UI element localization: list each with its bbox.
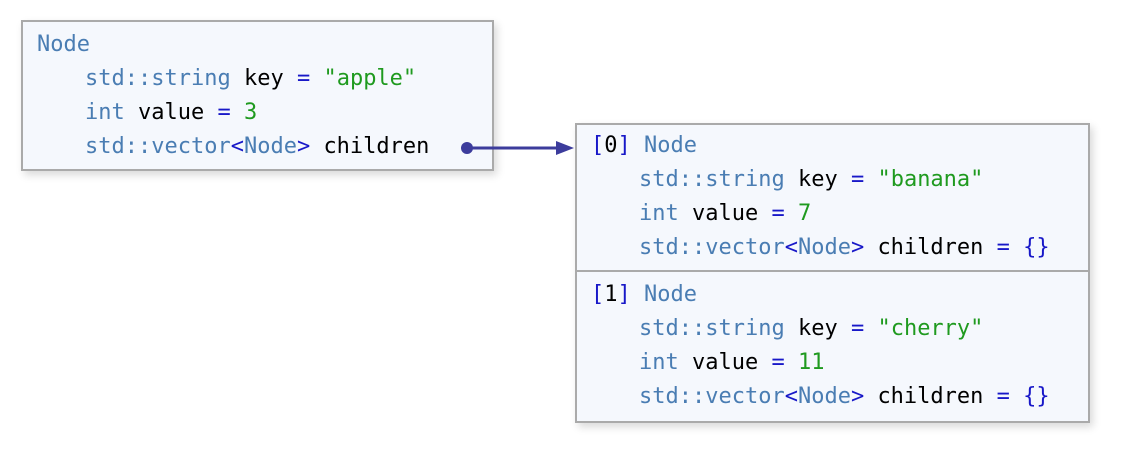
field-name: value [692, 201, 759, 226]
angle-close: > [296, 134, 311, 159]
field-type: std::vector [639, 384, 785, 409]
field-type: std::string [639, 167, 785, 192]
field-name: children [877, 235, 984, 260]
node-header: [0] Node [591, 129, 1088, 163]
bracket: ] [617, 282, 631, 307]
type-arg: Node [797, 235, 851, 260]
angle-close: > [850, 235, 865, 260]
field-value-int: int value = 7 [591, 197, 1088, 231]
field-value: 7 [797, 201, 812, 226]
field-name: children [877, 384, 984, 409]
field-value: "apple" [323, 66, 417, 91]
root-node-box: Node std::string key = "apple" int value… [21, 20, 494, 171]
field-key: std::string key = "apple" [37, 62, 492, 96]
index: 1 [604, 282, 618, 307]
index: 0 [604, 133, 618, 158]
node-type: Node [644, 282, 697, 307]
field-name: key [243, 66, 284, 91]
field-name: value [138, 100, 205, 125]
field-children: std::vector<Node> children = {} [591, 380, 1088, 414]
field-value-int: int value = 3 [37, 96, 492, 130]
bracket: [ [591, 133, 605, 158]
node-header: [1] Node [591, 278, 1088, 312]
operator: = [996, 384, 1010, 409]
field-name: key [797, 167, 838, 192]
field-key: std::string key = "banana" [591, 163, 1088, 197]
child-node-0: [0] Node std::string key = "banana" int … [577, 125, 1088, 270]
angle-open: < [230, 134, 244, 159]
field-name: value [692, 350, 759, 375]
field-key: std::string key = "cherry" [591, 312, 1088, 346]
operator: = [296, 66, 311, 91]
bracket: ] [617, 133, 631, 158]
field-type: int [85, 100, 125, 125]
arrowhead-icon [556, 141, 574, 155]
operator: = [217, 100, 231, 125]
root-node: Node std::string key = "apple" int value… [23, 22, 492, 164]
field-value: 11 [797, 350, 825, 375]
node-type: Node [37, 32, 90, 57]
field-value-int: int value = 11 [591, 346, 1088, 380]
operator: = [996, 235, 1010, 260]
field-type: int [639, 201, 679, 226]
type-arg: Node [243, 134, 297, 159]
field-type: std::string [85, 66, 231, 91]
field-value: {} [1023, 235, 1050, 260]
angle-open: < [784, 235, 798, 260]
field-value: "cherry" [877, 316, 984, 341]
field-value: 3 [243, 100, 258, 125]
operator: = [771, 201, 785, 226]
children-box: [0] Node std::string key = "banana" int … [575, 123, 1090, 423]
field-type: std::vector [639, 235, 785, 260]
field-type: std::string [639, 316, 785, 341]
field-value: {} [1023, 384, 1050, 409]
field-children: std::vector<Node> children = {} [591, 231, 1088, 265]
angle-open: < [784, 384, 798, 409]
child-node-1: [1] Node std::string key = "cherry" int … [577, 270, 1088, 414]
operator: = [850, 316, 865, 341]
bracket: [ [591, 282, 605, 307]
field-value: "banana" [877, 167, 984, 192]
field-type: std::vector [85, 134, 231, 159]
field-name: children [323, 134, 430, 159]
angle-close: > [850, 384, 865, 409]
field-type: int [639, 350, 679, 375]
operator: = [850, 167, 865, 192]
type-arg: Node [797, 384, 851, 409]
operator: = [771, 350, 785, 375]
node-type: Node [644, 133, 697, 158]
field-children: std::vector<Node> children [37, 130, 492, 164]
field-name: key [797, 316, 838, 341]
